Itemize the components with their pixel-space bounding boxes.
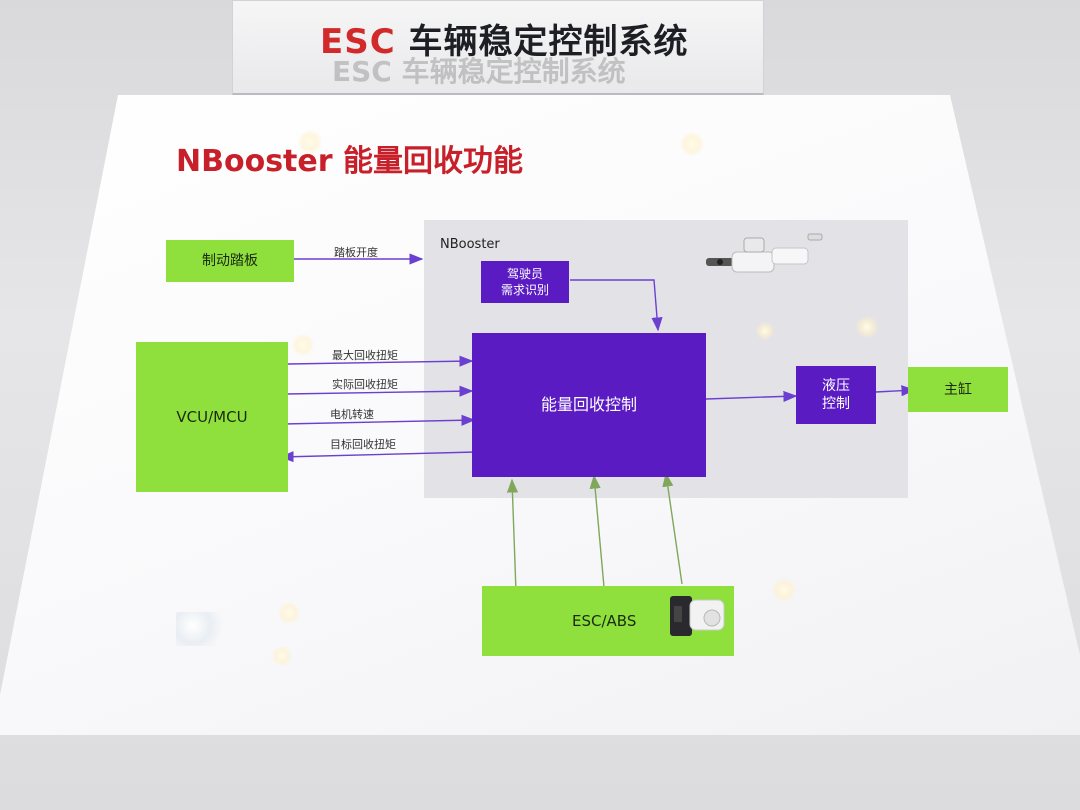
light-reflection [756, 322, 774, 340]
edge-hydraulic-to-master [875, 385, 916, 397]
esc-module-image [670, 596, 725, 636]
edge-motor-speed [282, 414, 476, 426]
light-reflection [272, 646, 292, 666]
sign-title-rest: 车辆稳定控制系统 [395, 22, 689, 62]
label-target-torque: 目标回收扭矩 [330, 438, 396, 451]
board-title: NBooster 能量回收功能 [176, 144, 523, 179]
light-reflection [298, 130, 322, 154]
sign-reflection: ESC 车辆稳定控制系统 [332, 55, 626, 88]
esc-sign [232, 0, 764, 96]
light-reflection [278, 602, 300, 624]
node-brake-pedal: 制动踏板 [166, 240, 294, 282]
light-reflection [856, 316, 878, 338]
node-hydraulic-control: 液压 控制 [796, 366, 876, 424]
edge-target-torque [279, 451, 477, 463]
ceiling-light-reflection [176, 612, 232, 646]
light-reflection [680, 132, 704, 156]
node-driver-demand: 驾驶员 需求识别 [481, 261, 569, 303]
sign-title-accent: ESC [320, 22, 396, 62]
edge-esc-to-energy-3 [662, 472, 683, 585]
edge-esc-to-energy-2 [589, 474, 605, 588]
nbooster-product-image [706, 233, 823, 273]
nbooster-region-label: NBooster [440, 237, 500, 252]
edge-driver-to-energy [570, 279, 663, 332]
sign-title: ESC 车辆稳定控制系统 [320, 14, 689, 63]
edge-actual-torque [285, 385, 474, 397]
label-motor-speed: 电机转速 [330, 408, 374, 421]
node-esc-abs: ESC/ABS [482, 586, 734, 656]
node-master-cylinder: 主缸 [908, 367, 1008, 412]
light-reflection [292, 334, 314, 356]
label-pedal-opening: 踏板开度 [334, 246, 378, 259]
label-max-torque: 最大回收扭矩 [332, 349, 398, 362]
light-reflection [772, 578, 796, 602]
edge-energy-to-hydraulic [705, 390, 798, 403]
edge-esc-to-energy-1 [506, 478, 519, 593]
edge-max-torque [287, 355, 474, 367]
node-energy-recovery-control: 能量回收控制 [472, 333, 706, 477]
label-actual-torque: 实际回收扭矩 [332, 378, 398, 391]
node-vcu-mcu: VCU/MCU [136, 342, 288, 492]
